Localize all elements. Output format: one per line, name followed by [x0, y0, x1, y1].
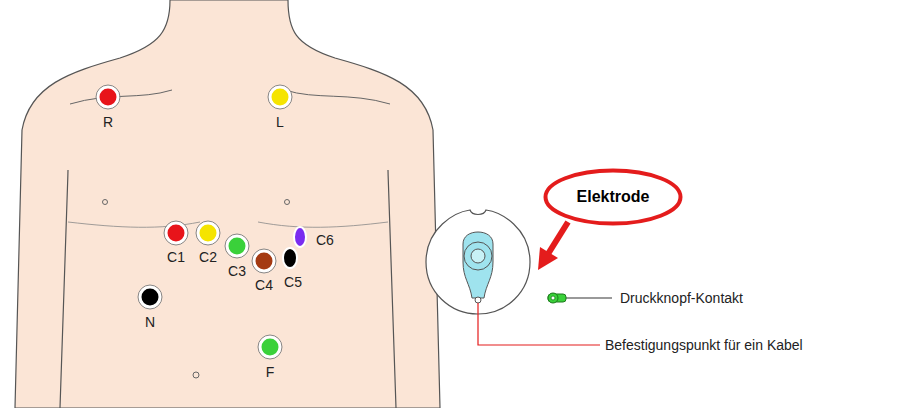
part-label: Druckknopf-Kontakt — [620, 290, 743, 306]
torso — [15, 0, 440, 408]
electrode-label: R — [103, 114, 113, 130]
clavicle — [70, 90, 172, 104]
electrode-label: L — [276, 114, 284, 130]
navel — [193, 372, 199, 378]
callout-text: Elektrode — [577, 188, 650, 206]
electrode-label: F — [266, 364, 275, 380]
electrode-label: N — [145, 314, 155, 330]
rib-line — [68, 222, 388, 227]
electrode-label: C2 — [199, 249, 217, 265]
arm-line — [388, 170, 396, 408]
electrode-label: C3 — [228, 263, 246, 279]
electrode-label: C6 — [316, 232, 334, 248]
electrode-label: C1 — [167, 249, 185, 265]
electrode-label: C5 — [284, 274, 302, 290]
callout-ellipse: Elektrode — [543, 168, 683, 226]
arm-line — [60, 170, 68, 408]
leader-line — [478, 303, 600, 345]
snap-contact-icon — [548, 293, 612, 303]
callout-arrow — [538, 222, 568, 270]
nipple — [285, 200, 290, 205]
electrode-detail — [426, 210, 530, 314]
nipple — [103, 200, 108, 205]
clavicle — [285, 90, 390, 104]
electrode-label: C4 — [255, 277, 273, 293]
electrodes — [96, 85, 306, 359]
part-label: Befestigungspunkt für ein Kabel — [605, 337, 803, 353]
